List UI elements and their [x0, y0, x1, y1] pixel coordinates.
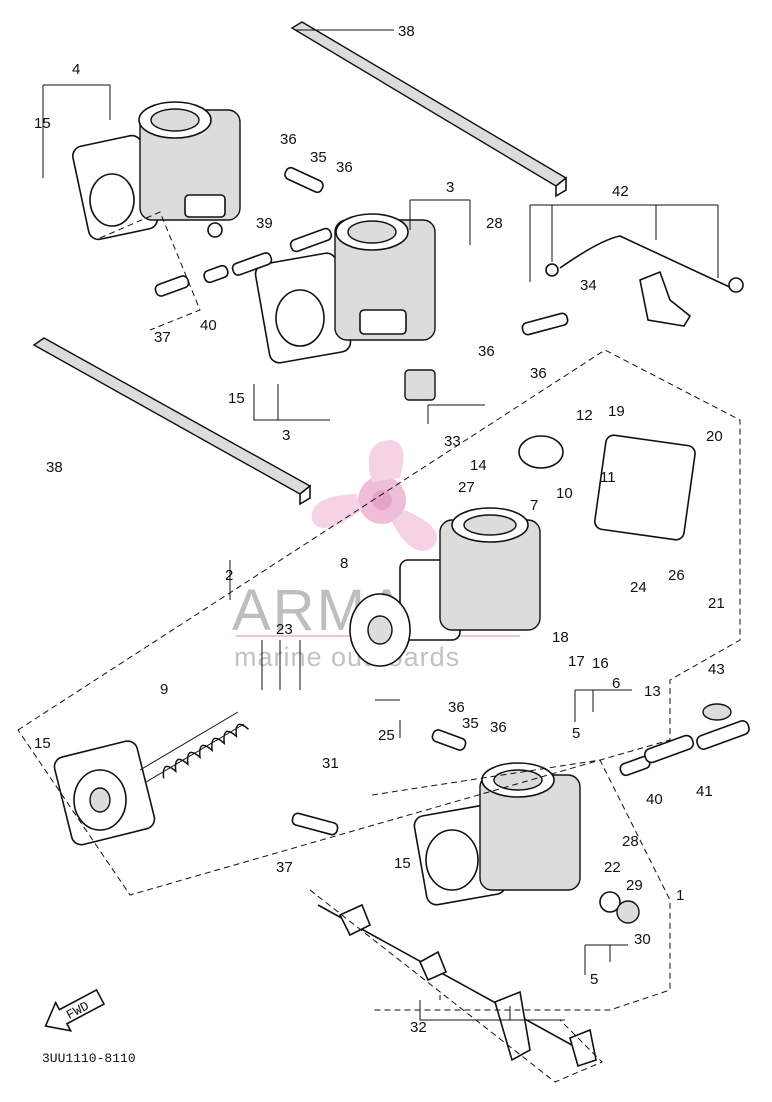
callout-4: 4	[72, 61, 80, 78]
callout-36-d: 36	[530, 365, 547, 382]
callout-18: 18	[552, 629, 569, 646]
callout-42: 42	[612, 183, 629, 200]
connector-pipes	[154, 166, 750, 836]
callout-34: 34	[580, 277, 597, 294]
callout-8: 8	[340, 555, 348, 572]
callout-9: 9	[160, 681, 168, 698]
callout-26: 26	[668, 567, 685, 584]
callout-17: 17	[568, 653, 585, 670]
lower-rail	[32, 337, 312, 506]
callout-43: 43	[708, 661, 725, 678]
watermark-subtitle: marine outboards	[234, 642, 460, 672]
callout-22: 22	[604, 859, 621, 876]
callout-15-c: 15	[34, 735, 51, 752]
callout-41: 41	[696, 783, 713, 800]
callout-20: 20	[706, 428, 723, 445]
callout-36-f: 36	[490, 719, 507, 736]
callout-35-a: 35	[310, 149, 327, 166]
callout-24: 24	[630, 579, 647, 596]
callout-35-b: 35	[462, 715, 479, 732]
callout-39: 39	[256, 215, 273, 232]
callout-5-a: 5	[572, 725, 580, 742]
callout-19: 19	[608, 403, 625, 420]
callout-7: 7	[530, 497, 538, 514]
callout-37-b: 37	[276, 859, 293, 876]
callout-38-bottom: 38	[46, 459, 63, 476]
callout-32: 32	[410, 1019, 427, 1036]
callout-3-b: 3	[282, 427, 290, 444]
callout-28-b: 28	[622, 833, 639, 850]
carburetor-assembly-4	[72, 101, 241, 241]
callout-21: 21	[708, 595, 725, 612]
callout-27: 27	[458, 479, 475, 496]
callout-36-c: 36	[478, 343, 495, 360]
link-rod-42	[545, 235, 744, 327]
forward-arrow: FWD	[44, 988, 106, 1032]
vacuum-cover-and-spring	[53, 711, 249, 846]
callout-37-a: 37	[154, 329, 171, 346]
carburetor-assembly-3	[254, 213, 436, 401]
callout-15-b: 15	[228, 390, 245, 407]
callout-40-b: 40	[646, 791, 663, 808]
callout-33: 33	[444, 433, 461, 450]
callout-28-a: 28	[486, 215, 503, 232]
upper-rail	[290, 21, 568, 198]
callout-36-a: 36	[280, 131, 297, 148]
callout-15-d: 15	[394, 855, 411, 872]
callout-16: 16	[592, 655, 609, 672]
throttle-linkage-32	[317, 903, 597, 1068]
callout-6: 6	[612, 675, 620, 692]
callout-31: 31	[322, 755, 339, 772]
leader-lines	[42, 29, 719, 1021]
callout-1: 1	[676, 887, 684, 904]
watermark-logo	[311, 440, 438, 551]
callout-2: 2	[225, 567, 233, 584]
callout-14: 14	[470, 457, 487, 474]
callout-11: 11	[600, 469, 616, 486]
callout-labels: 38 4 15 36 35 36 3 28 42 39 37 40 34 36 …	[34, 23, 725, 1036]
callout-10: 10	[556, 485, 573, 502]
callout-36-e: 36	[448, 699, 465, 716]
callout-13: 13	[644, 683, 661, 700]
callout-25: 25	[378, 727, 395, 744]
callout-29: 29	[626, 877, 643, 894]
callout-30: 30	[634, 931, 651, 948]
callout-40-a: 40	[200, 317, 217, 334]
callout-12: 12	[576, 407, 593, 424]
callout-36-b: 36	[336, 159, 353, 176]
callout-5-b: 5	[590, 971, 598, 988]
callout-3-a: 3	[446, 179, 454, 196]
callout-38-top: 38	[398, 23, 415, 40]
diagram-code: 3UU1110-8110	[42, 1051, 136, 1066]
callout-15-a: 15	[34, 115, 51, 132]
assembly-boundaries	[17, 211, 741, 1083]
callout-23: 23	[276, 621, 293, 638]
carburetor-assembly-1	[413, 762, 640, 924]
